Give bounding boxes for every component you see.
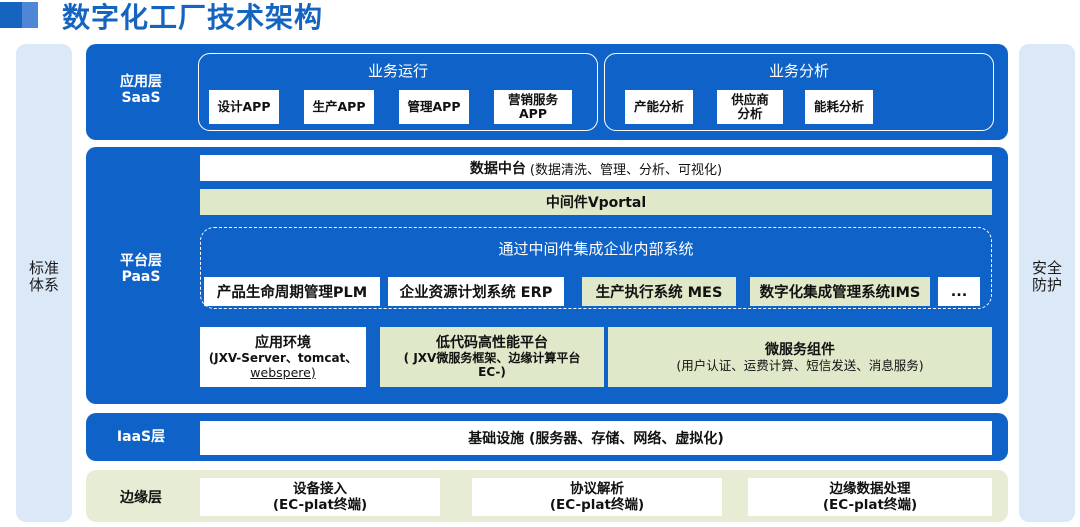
integration-title: 通过中间件集成企业内部系统 bbox=[498, 240, 694, 258]
iaas-layer: IaaS层 基础设施 (服务器、存储、网络、虚拟化) bbox=[86, 413, 1008, 461]
saas-layer-label: 应用层 SaaS bbox=[120, 74, 162, 106]
device-access-sub: (EC-plat终端) bbox=[272, 497, 368, 513]
middleware-bar: 中间件Vportal bbox=[200, 189, 992, 215]
edge-data-processing-box: 边缘数据处理 (EC-plat终端) bbox=[748, 478, 992, 516]
protocol-parse-box: 协议解析 (EC-plat终端) bbox=[472, 478, 722, 516]
saas-layer: 应用层 SaaS 业务运行 设计APP 生产APP 管理APP 营销服务APP … bbox=[86, 44, 1008, 140]
design-app-box: 设计APP bbox=[209, 90, 279, 124]
data-center-desc: (数据清洗、管理、分析、可视化) bbox=[529, 162, 723, 178]
production-app-box: 生产APP bbox=[304, 90, 374, 124]
business-analysis-title: 业务分析 bbox=[768, 62, 829, 80]
microservice-box: 微服务组件 (用户认证、运费计算、短信发送、消息服务) bbox=[608, 327, 992, 387]
paas-layer: 平台层 PaaS 数据中台 (数据清洗、管理、分析、可视化) 中间件Vporta… bbox=[86, 147, 1008, 404]
business-ops-title: 业务运行 bbox=[367, 62, 428, 80]
iaas-layer-label: IaaS层 bbox=[116, 429, 166, 445]
capacity-analysis-box: 产能分析 bbox=[625, 90, 693, 124]
lowcode-desc-1: ( JXV微服务框架、边缘计算平台 bbox=[403, 351, 581, 365]
edge-data-processing-sub: (EC-plat终端) bbox=[822, 497, 918, 513]
security-label: 安全防护 bbox=[1031, 259, 1062, 294]
title-accent-bar-light bbox=[22, 2, 38, 28]
device-access-box: 设备接入 (EC-plat终端) bbox=[200, 478, 440, 516]
paas-layer-label: 平台层 PaaS bbox=[120, 253, 162, 285]
security-panel: 安全防护 bbox=[1019, 44, 1075, 522]
mes-box: 生产执行系统 MES bbox=[582, 277, 736, 306]
lowcode-desc-2: EC-) bbox=[478, 365, 506, 379]
energy-analysis-box: 能耗分析 bbox=[805, 90, 873, 124]
infrastructure-bar: 基础设施 (服务器、存储、网络、虚拟化) bbox=[200, 421, 992, 455]
supplier-analysis-box: 供应商分析 bbox=[717, 90, 783, 124]
business-ops-group: 业务运行 设计APP 生产APP 管理APP 营销服务APP bbox=[198, 53, 598, 131]
ims-box: 数字化集成管理系统IMS bbox=[750, 277, 930, 306]
app-env-desc-2: webspere) bbox=[250, 364, 316, 380]
lowcode-title: 低代码高性能平台 bbox=[436, 335, 548, 351]
edge-data-processing-name: 边缘数据处理 bbox=[829, 481, 911, 497]
data-center-name: 数据中台 bbox=[469, 161, 526, 177]
protocol-parse-sub: (EC-plat终端) bbox=[549, 497, 645, 513]
data-center-bar: 数据中台 (数据清洗、管理、分析、可视化) bbox=[200, 155, 992, 181]
lowcode-box: 低代码高性能平台 ( JXV微服务框架、边缘计算平台 EC-) bbox=[380, 327, 604, 387]
edge-layer-label: 边缘层 bbox=[120, 490, 162, 506]
edge-layer: 边缘层 设备接入 (EC-plat终端) 协议解析 (EC-plat终端) 边缘… bbox=[86, 470, 1008, 522]
protocol-parse-name: 协议解析 bbox=[570, 481, 624, 497]
standard-system-label: 标准体系 bbox=[28, 259, 59, 294]
erp-box: 企业资源计划系统 ERP bbox=[388, 277, 564, 306]
standard-system-panel: 标准体系 bbox=[16, 44, 72, 522]
integration-group: 通过中间件集成企业内部系统 bbox=[200, 227, 992, 309]
device-access-name: 设备接入 bbox=[293, 481, 347, 497]
marketing-app-box: 营销服务APP bbox=[494, 90, 572, 124]
more-systems-box: ... bbox=[938, 277, 980, 306]
microservice-title: 微服务组件 bbox=[765, 341, 835, 358]
app-env-box: 应用环境 (JXV-Server、tomcat、 webspere) bbox=[200, 327, 366, 387]
management-app-box: 管理APP bbox=[399, 90, 469, 124]
middleware-name: 中间件Vportal bbox=[545, 195, 647, 211]
app-env-desc-1: (JXV-Server、tomcat、 bbox=[208, 350, 358, 365]
business-analysis-group: 业务分析 产能分析 供应商分析 能耗分析 bbox=[604, 53, 994, 131]
page-title: 数字化工厂技术架构 bbox=[62, 1, 324, 34]
plm-box: 产品生命周期管理PLM bbox=[204, 277, 380, 306]
microservice-desc: (用户认证、运费计算、短信发送、消息服务) bbox=[676, 357, 924, 373]
app-env-title: 应用环境 bbox=[255, 334, 311, 351]
